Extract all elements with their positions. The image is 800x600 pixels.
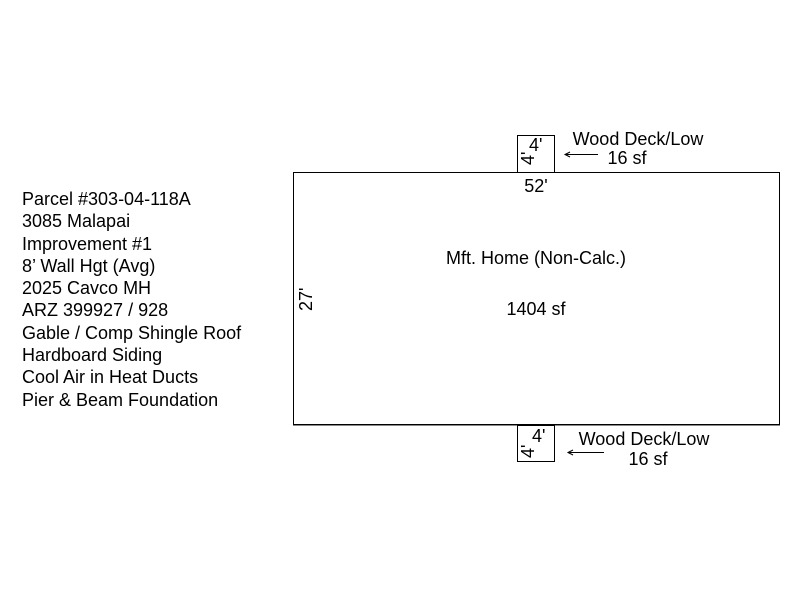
info-siding: Hardboard Siding: [22, 345, 163, 366]
info-year-make: 2025 Cavco MH: [22, 278, 152, 299]
top-deck-label: Wood Deck/Low: [572, 129, 704, 149]
top-deck-arrow-icon: [563, 151, 598, 158]
info-parcel: Parcel #303-04-118A: [22, 189, 191, 209]
info-hvac: Cool Air in Heat Ducts: [22, 367, 199, 388]
main-depth-dimension: 27': [296, 287, 316, 311]
bottom-deck-label: Wood Deck/Low: [578, 429, 710, 449]
top-deck-depth-dimension: 4': [518, 151, 538, 165]
info-address: 3085 Malapai: [22, 211, 131, 232]
info-improvement: Improvement #1: [22, 233, 153, 254]
bottom-deck-area: 16 sf: [628, 449, 668, 469]
top-deck-area: 16 sf: [607, 148, 647, 168]
top-deck-outline: [517, 135, 555, 173]
bottom-deck-arrow-icon: [566, 449, 604, 456]
top-deck-width-dimension: 4': [529, 135, 543, 155]
bottom-deck-outline: [517, 425, 555, 462]
info-foundation: Pier & Beam Foundation: [22, 389, 219, 410]
bottom-deck-width-dimension: 4': [532, 426, 546, 446]
main-structure-label: Mft. Home (Non-Calc.): [445, 248, 627, 268]
main-width-dimension: 52': [524, 176, 548, 196]
info-arz: ARZ 399927 / 928: [22, 300, 169, 321]
info-wall-height: 8’ Wall Hgt (Avg): [22, 255, 156, 276]
bottom-deck-depth-dimension: 4': [518, 444, 538, 458]
info-roof: Gable / Comp Shingle Roof: [22, 322, 242, 343]
property-info-block: Parcel #303-04-118A 3085 Malapai Improve…: [22, 188, 241, 411]
main-structure-area: 1404 sf: [506, 299, 566, 319]
